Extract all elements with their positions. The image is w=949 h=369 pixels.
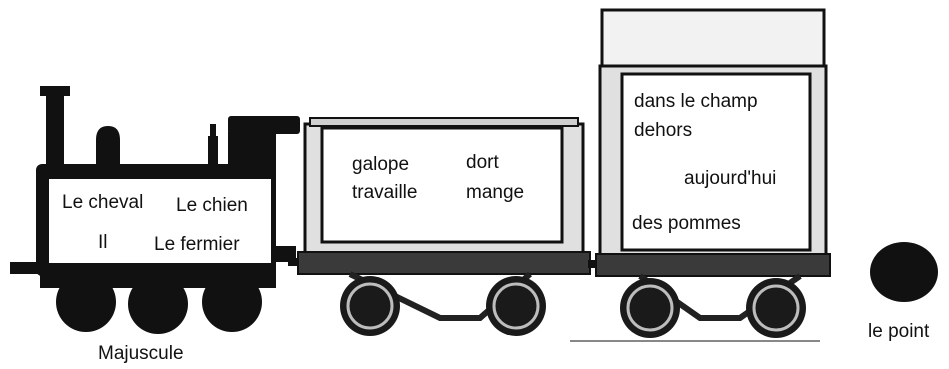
- steam-dome: [96, 126, 120, 168]
- complement-wagon-wheel-1-rim: [626, 284, 674, 332]
- whistle: [208, 136, 218, 170]
- period-dot: [870, 242, 938, 302]
- chimney-cap: [40, 86, 70, 96]
- cab-roof: [228, 116, 300, 134]
- locomotive-caption: Majuscule: [98, 343, 184, 364]
- locomotive-word-3: Il: [98, 232, 108, 253]
- period-caption: le point: [868, 321, 930, 342]
- verb-word-2: dort: [466, 152, 499, 173]
- verb-word-1: galope: [352, 154, 410, 175]
- verb-wagon-wheel-2-rim: [492, 282, 540, 330]
- verb-wagon-top-rail: [309, 117, 579, 127]
- front-buffer: [10, 262, 42, 274]
- locomotive-word-4: Le fermier: [154, 234, 240, 255]
- verb-word-4: mange: [466, 182, 525, 203]
- complement-word-1: dans le champ: [634, 91, 758, 112]
- verb-wagon-chassis: [297, 251, 591, 275]
- locomotive-word-1: Le cheval: [62, 192, 144, 213]
- verb-wagon-word-panel: [320, 126, 564, 244]
- loco-wheel-2: [128, 274, 188, 334]
- verb-wagon-wheel-1-rim: [346, 282, 394, 330]
- locomotive-word-panel: [47, 177, 273, 265]
- loco-wheel-1: [56, 272, 116, 332]
- verb-word-3: travaille: [352, 182, 418, 203]
- complement-wagon: [595, 8, 831, 338]
- complement-wagon-roof: [600, 8, 826, 70]
- verb-wagon: [297, 117, 591, 336]
- complement-word-3: aujourd'hui: [684, 168, 777, 189]
- complement-wagon-word-panel: [620, 72, 812, 252]
- complement-wagon-chassis: [595, 253, 831, 277]
- locomotive: [10, 86, 300, 334]
- whistle-tip: [210, 124, 216, 138]
- locomotive-word-2: Le chien: [176, 195, 248, 216]
- chimney: [46, 94, 64, 174]
- complement-word-2: dehors: [634, 120, 693, 141]
- complement-wagon-wheel-2-rim: [752, 284, 800, 332]
- loco-wheel-3: [202, 272, 262, 332]
- complement-word-4: des pommes: [632, 213, 741, 234]
